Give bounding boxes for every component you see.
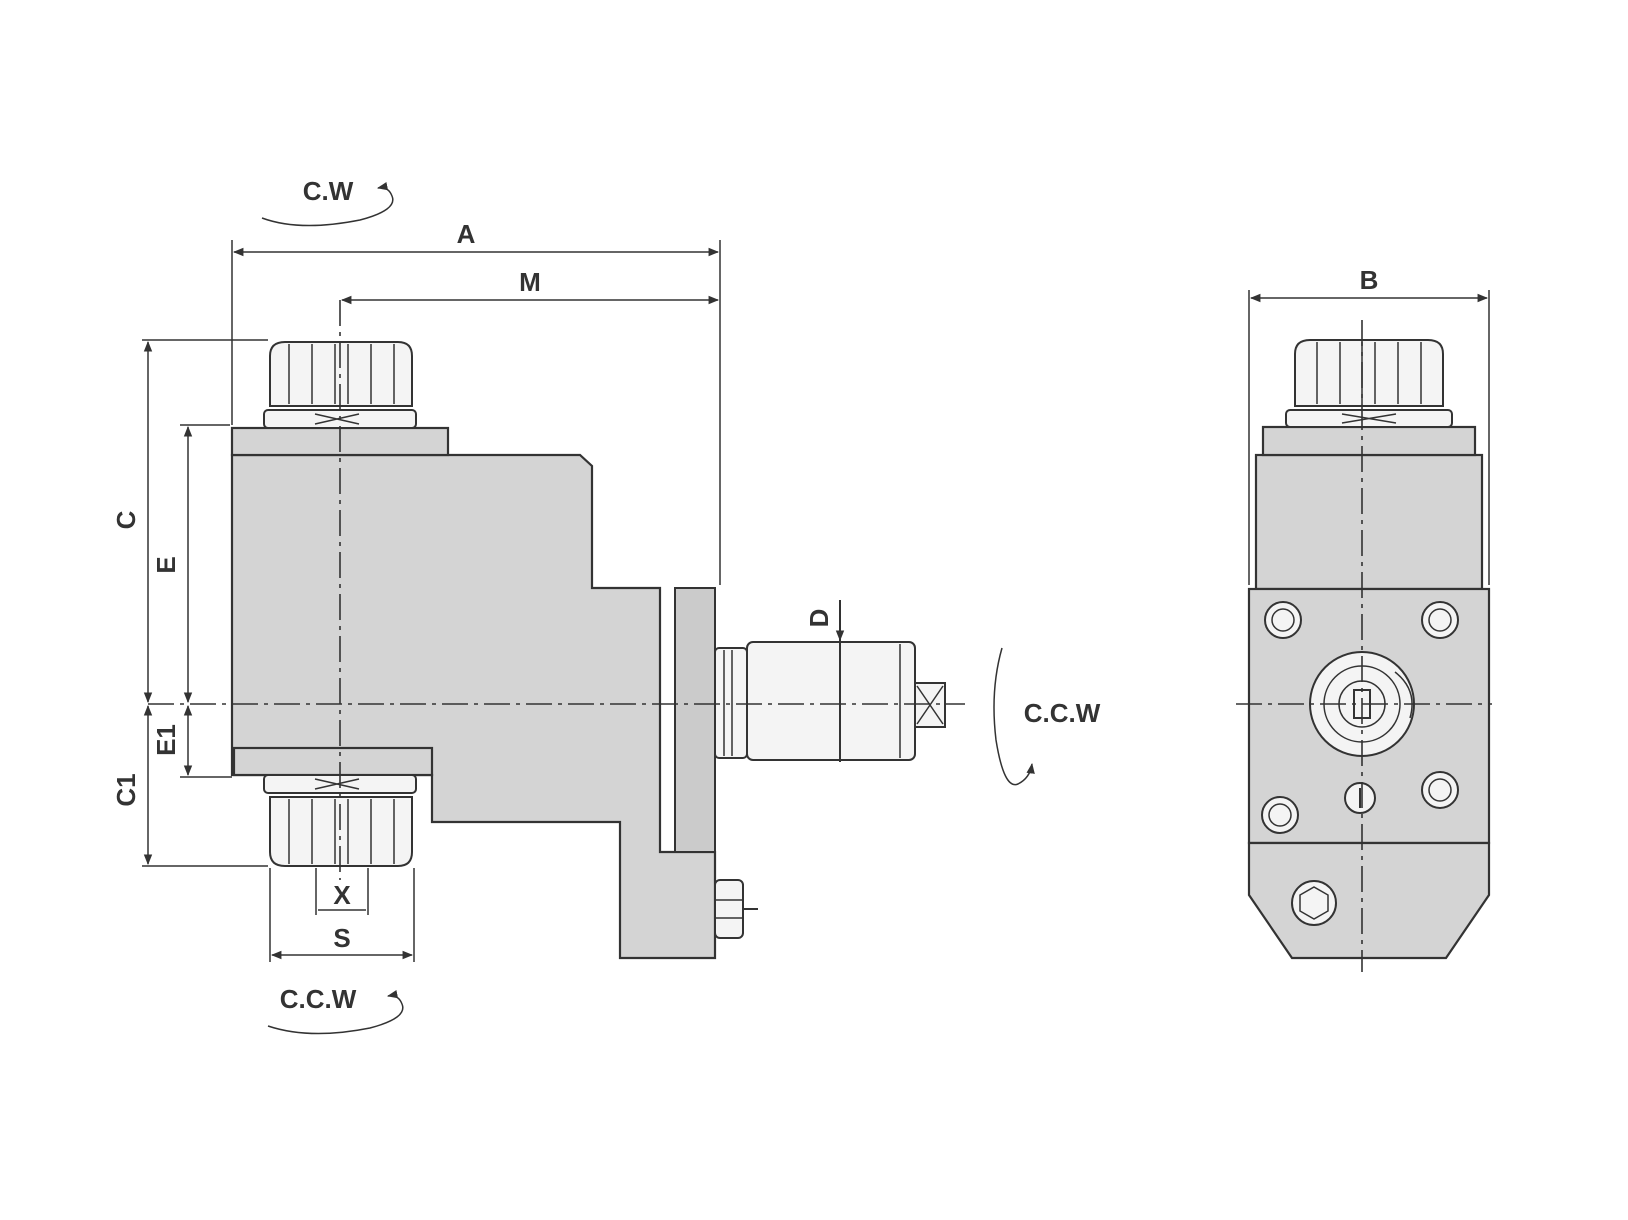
- front-lower-wedge: [1247, 841, 1491, 960]
- top-collet-nut: [269, 341, 413, 407]
- bottom-plate: [232, 746, 434, 777]
- shaft-collar: [714, 647, 748, 759]
- front-view: [1236, 320, 1492, 972]
- dim-m-label: M: [519, 267, 541, 297]
- side-bolt: [714, 879, 744, 939]
- hole-top-left: [1264, 601, 1302, 639]
- dim-x-label: X: [333, 880, 351, 910]
- ccw-right-arrow: [993, 647, 1035, 786]
- side-view-body: [230, 453, 717, 960]
- bottom-collet-nut: [269, 796, 413, 867]
- ccw-right-label: C.C.W: [1024, 698, 1101, 728]
- front-top-plate: [1261, 425, 1477, 457]
- side-view: [148, 300, 965, 960]
- hole-top-right: [1421, 601, 1459, 639]
- dim-a-label: A: [457, 219, 476, 249]
- dim-s-label: S: [333, 923, 350, 953]
- output-shaft: [746, 641, 916, 761]
- front-collet-nut: [1294, 339, 1444, 407]
- lock-bolt: [1291, 880, 1337, 926]
- dim-b-label: B: [1360, 265, 1379, 295]
- cw-top-label: C.W: [303, 176, 354, 206]
- cw-top-arrow: [261, 182, 394, 227]
- mounting-holes: [1261, 601, 1459, 834]
- hole-bottom-right: [1421, 771, 1459, 809]
- dimensions: A M B C C1 E E1 D X: [111, 219, 1490, 962]
- dim-e-label: E: [151, 556, 181, 573]
- front-upper-body: [1254, 453, 1484, 591]
- flange: [674, 587, 716, 853]
- rotation-indicators: C.W C.C.W C.C.W: [261, 176, 1101, 1035]
- hole-bottom-left: [1261, 796, 1299, 834]
- dim-c1-label: C1: [111, 773, 141, 806]
- ccw-bottom-arrow: [267, 990, 404, 1035]
- dim-d-label: D: [804, 609, 834, 628]
- dim-c-label: C: [111, 510, 141, 529]
- dim-e1-label: E1: [151, 724, 181, 756]
- ccw-bottom-label: C.C.W: [280, 984, 357, 1014]
